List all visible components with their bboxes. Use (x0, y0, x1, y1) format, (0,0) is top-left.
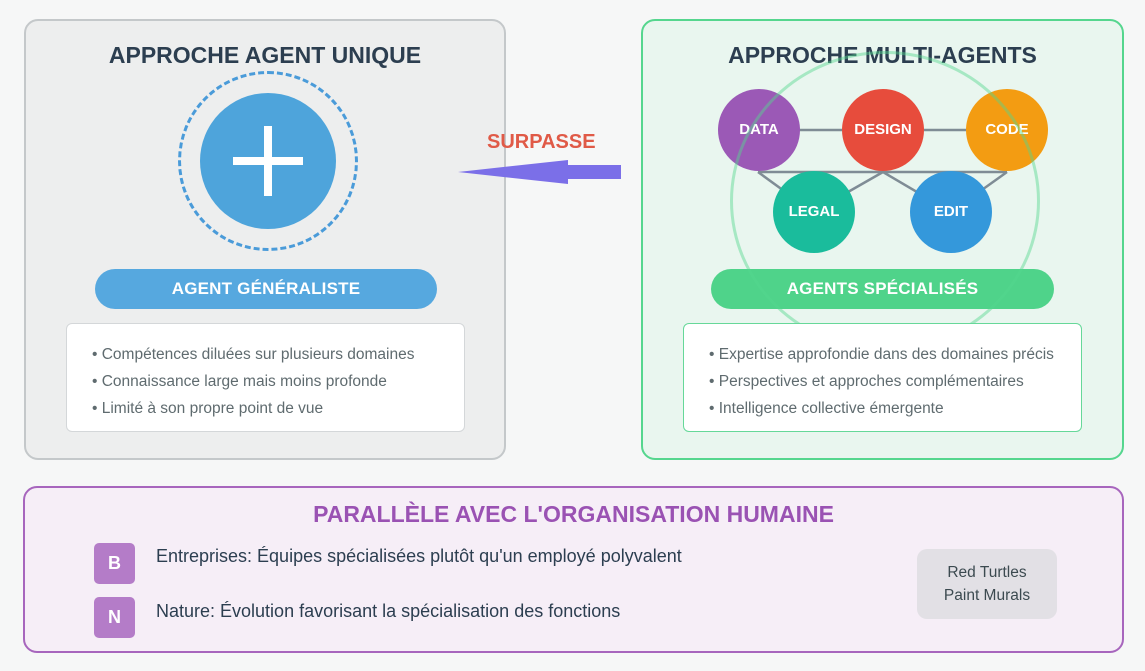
agent-node-code: CODE (966, 89, 1048, 171)
agent-node-legal: LEGAL (773, 171, 855, 253)
human-organization-panel: PARALLÈLE AVEC L'ORGANISATION HUMAINE B … (23, 486, 1124, 653)
agent-node-data: DATA (718, 89, 800, 171)
plus-icon (233, 126, 303, 196)
specialized-traits-list: • Expertise approfondie dans des domaine… (683, 323, 1082, 432)
row-nature: Nature: Évolution favorisant la spéciali… (156, 601, 621, 621)
list-item: • Intelligence collective émergente (709, 400, 944, 417)
list-item: • Expertise approfondie dans des domaine… (709, 346, 1054, 363)
generalist-agent-label: AGENT GÉNÉRALISTE (95, 269, 437, 309)
list-item: • Perspectives et approches complémentai… (709, 373, 1024, 390)
single-agent-panel: APPROCHE AGENT UNIQUE AGENT GÉNÉRALISTE … (24, 19, 506, 460)
generalist-agent-ring (178, 71, 358, 251)
side-card: Red Turtles Paint Murals (917, 549, 1057, 619)
badge-enterprises: B (94, 543, 135, 584)
list-item: • Compétences diluées sur plusieurs doma… (92, 346, 415, 363)
surpasse-label: SURPASSE (487, 131, 596, 153)
side-card-line2: Paint Murals (943, 587, 1031, 604)
multi-agent-title: APPROCHE MULTI-AGENTS (728, 42, 1037, 68)
human-organization-title: PARALLÈLE AVEC L'ORGANISATION HUMAINE (313, 501, 834, 527)
list-item: • Connaissance large mais moins profonde (92, 373, 387, 390)
left-arrow-icon (458, 160, 621, 184)
agent-node-design: DESIGN (842, 89, 924, 171)
row-enterprises: Entreprises: Équipes spécialisées plutôt… (156, 546, 682, 566)
side-card-line1: Red Turtles (947, 564, 1027, 581)
badge-nature: N (94, 597, 135, 638)
generalist-traits-list: • Compétences diluées sur plusieurs doma… (66, 323, 465, 432)
generalist-agent-circle (200, 93, 336, 229)
specialized-agents-label: AGENTS SPÉCIALISÉS (711, 269, 1054, 309)
multi-agent-panel: APPROCHE MULTI-AGENTS DATA DESIGN CODE L… (641, 19, 1124, 460)
list-item: • Limité à son propre point de vue (92, 400, 324, 417)
agent-node-edit: EDIT (910, 171, 992, 253)
single-agent-title: APPROCHE AGENT UNIQUE (108, 42, 422, 68)
